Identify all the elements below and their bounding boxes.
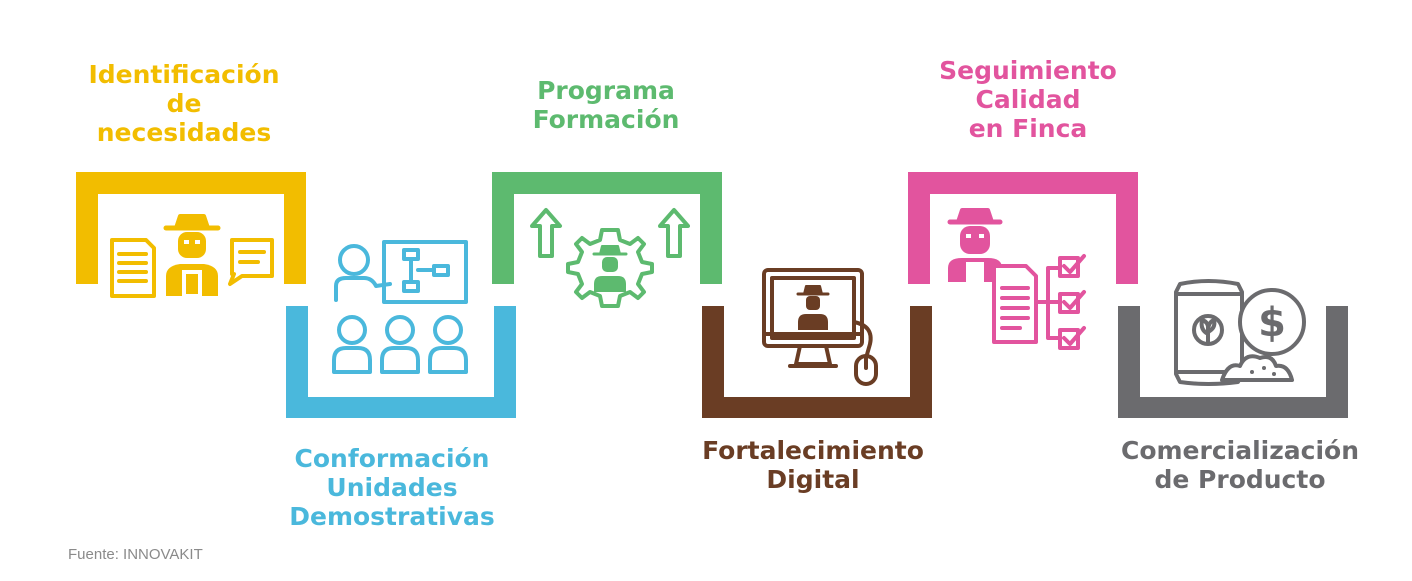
step-label-line: Digital [766, 465, 860, 494]
step-label-identificacion: Identificación de necesidades [56, 60, 312, 147]
step-label-seguimiento: Seguimiento Calidad en Finca [904, 56, 1152, 143]
step-label-programa: Programa Formación [490, 76, 722, 134]
step-label-line: Unidades [326, 473, 458, 502]
bracket-comercializacion [1118, 306, 1348, 418]
bracket-seguimiento [908, 172, 1138, 284]
bracket-conformacion [286, 306, 516, 418]
bracket-fortalecimiento [702, 306, 932, 418]
step-label-line: de Producto [1154, 465, 1326, 494]
step-label-line: Conformación [294, 444, 490, 473]
bracket-identificacion [76, 172, 306, 284]
step-label-line: Programa [537, 76, 675, 105]
source-caption: Fuente: INNOVAKIT [68, 546, 203, 563]
farmer-computer-icon [762, 268, 878, 386]
farmer-checklist-icon [947, 208, 1086, 350]
farmer-gear-growth-icon [530, 208, 690, 308]
step-label-line: Identificación [88, 60, 280, 89]
step-label-line: en Finca [968, 114, 1088, 143]
bracket-programa [492, 172, 722, 284]
step-label-comercializacion: Comercialización de Producto [1102, 436, 1378, 494]
step-label-conformacion: Conformación Unidades Demostrativas [266, 444, 518, 531]
step-label-line: Calidad [975, 85, 1081, 114]
training-group-icon [332, 240, 468, 374]
farmer-documents-icon [110, 214, 274, 298]
step-label-line: Seguimiento [939, 56, 1117, 85]
step-label-line: necesidades [96, 118, 272, 147]
step-label-line: Formación [532, 105, 680, 134]
step-label-line: Fortalecimiento [702, 436, 924, 465]
product-sale-icon: $ [1174, 279, 1306, 386]
step-label-line: de [166, 89, 202, 118]
step-label-line: Comercialización [1120, 436, 1360, 465]
step-label-fortalecimiento: Fortalecimiento Digital [684, 436, 942, 494]
step-label-line: Demostrativas [289, 502, 495, 531]
svg-text:$: $ [1258, 300, 1286, 346]
